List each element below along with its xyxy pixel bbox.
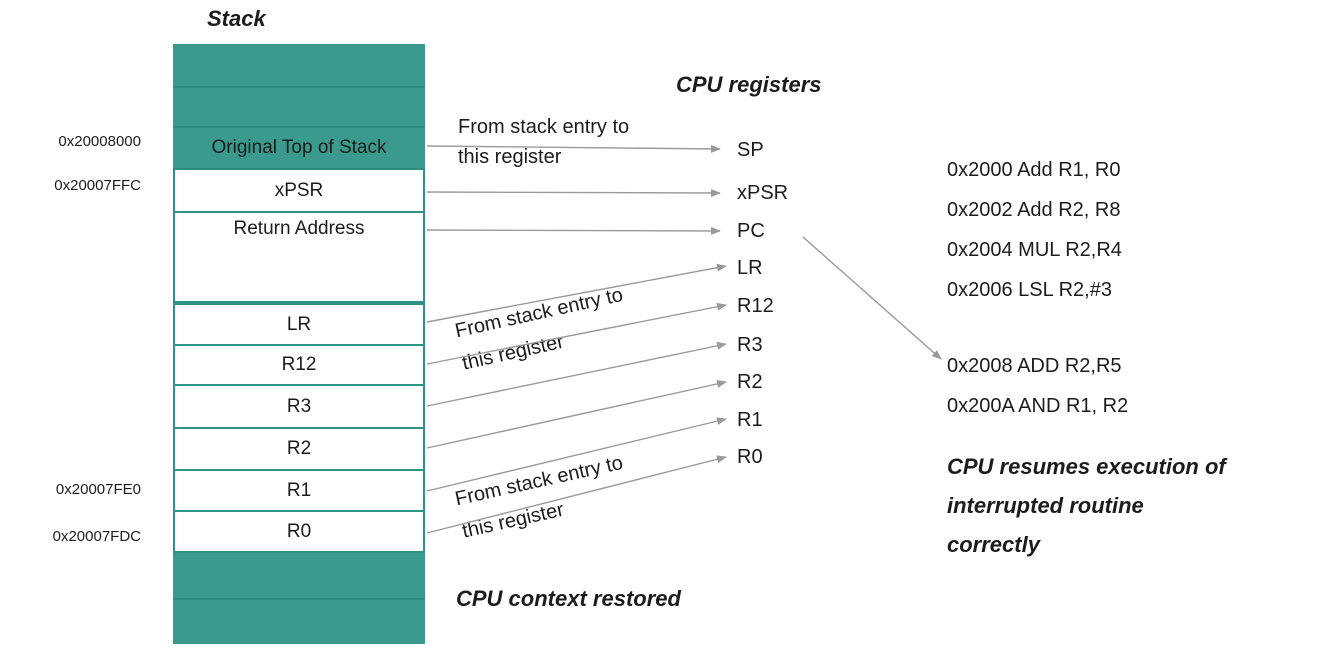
resume-note-line3: correctly [947, 532, 1040, 557]
stack-cell-r1: R1 [173, 471, 425, 512]
stack-cell-label: R1 [286, 479, 312, 501]
code-line: 0x2006 LSL R2,#3 [947, 279, 1112, 301]
resume-note-line1: CPU resumes execution of [947, 454, 1226, 479]
stack-cell-return-address: Return Address [173, 213, 425, 303]
stack-cell-label: R2 [286, 438, 312, 459]
stack-cell-label: R0 [286, 520, 312, 542]
stack-cell-empty [173, 600, 425, 644]
stack-address: 0x20007FFC [54, 177, 141, 194]
cpu-context-restored-label: CPU context restored [456, 586, 681, 611]
stack-cell-original-top: Original Top of Stack [173, 128, 425, 170]
stack-cell-r12: R12 [173, 346, 425, 386]
code-line: 0x2002 Add R2, R8 [947, 199, 1121, 221]
stack-cell-xpsr: xPSR [173, 170, 425, 213]
stack-address: 0x20008000 [58, 133, 141, 150]
code-listing-resume: 0x2008 ADD R2,R5 0x200A AND R1, R2 [947, 346, 1128, 426]
stack-column: Original Top of Stack xPSR Return Addres… [173, 44, 425, 644]
stack-cell-r0: R0 [173, 512, 425, 553]
register-pc: PC [737, 220, 765, 242]
stack-cell-label: Original Top of Stack [211, 137, 387, 158]
resume-note: CPU resumes execution of interrupted rou… [947, 447, 1226, 564]
stack-title: Stack [207, 6, 266, 31]
code-line: 0x2000 Add R1, R0 [947, 159, 1121, 181]
register-r1: R1 [737, 409, 763, 431]
from-stack-label-bottom: From stack entry to this register [452, 447, 633, 548]
from-stack-label-middle: From stack entry to this register [452, 279, 633, 380]
stack-cell-label: R3 [286, 395, 312, 417]
stack-cell-empty [173, 44, 425, 88]
from-stack-label-top: From stack entry to this register [458, 112, 629, 172]
stack-cell-empty [173, 553, 425, 600]
stack-cell-r3: R3 [173, 386, 425, 429]
stack-cell-empty [173, 88, 425, 128]
register-r2: R2 [737, 371, 763, 393]
resume-note-line2: interrupted routine [947, 493, 1144, 518]
stack-cell-label: LR [286, 313, 312, 335]
register-lr: LR [737, 257, 763, 279]
code-line: 0x200A AND R1, R2 [947, 395, 1129, 417]
from-stack-label-line1: From stack entry to [458, 116, 630, 138]
stack-address: 0x20007FE0 [55, 481, 141, 498]
stack-cell-label: Return Address [233, 218, 365, 239]
register-r12: R12 [737, 295, 774, 317]
code-listing-before: 0x2000 Add R1, R0 0x2002 Add R2, R8 0x20… [947, 150, 1122, 310]
stack-address: 0x20007FDC [52, 528, 141, 545]
register-r3: R3 [737, 334, 763, 356]
arrow-xpsr-to-xpsr [426, 188, 721, 197]
register-xpsr: xPSR [737, 182, 789, 204]
code-line: 0x2004 MUL R2,R4 [947, 239, 1122, 261]
arrow-return-address-to-pc [426, 226, 721, 235]
code-line: 0x2008 ADD R2,R5 [947, 355, 1122, 377]
stack-cell-lr: LR [173, 303, 425, 346]
stack-cell-label: xPSR [274, 179, 324, 201]
arrow-pc-to-resume-instruction [802, 236, 942, 360]
arrow-r2-to-r2 [426, 380, 727, 449]
register-sp: SP [737, 139, 764, 161]
stack-cell-label: R12 [281, 354, 317, 375]
stack-cell-r2: R2 [173, 429, 425, 471]
from-stack-label-line2: this register [458, 146, 562, 168]
register-r0: R0 [737, 446, 763, 468]
cpu-registers-title: CPU registers [676, 72, 822, 97]
